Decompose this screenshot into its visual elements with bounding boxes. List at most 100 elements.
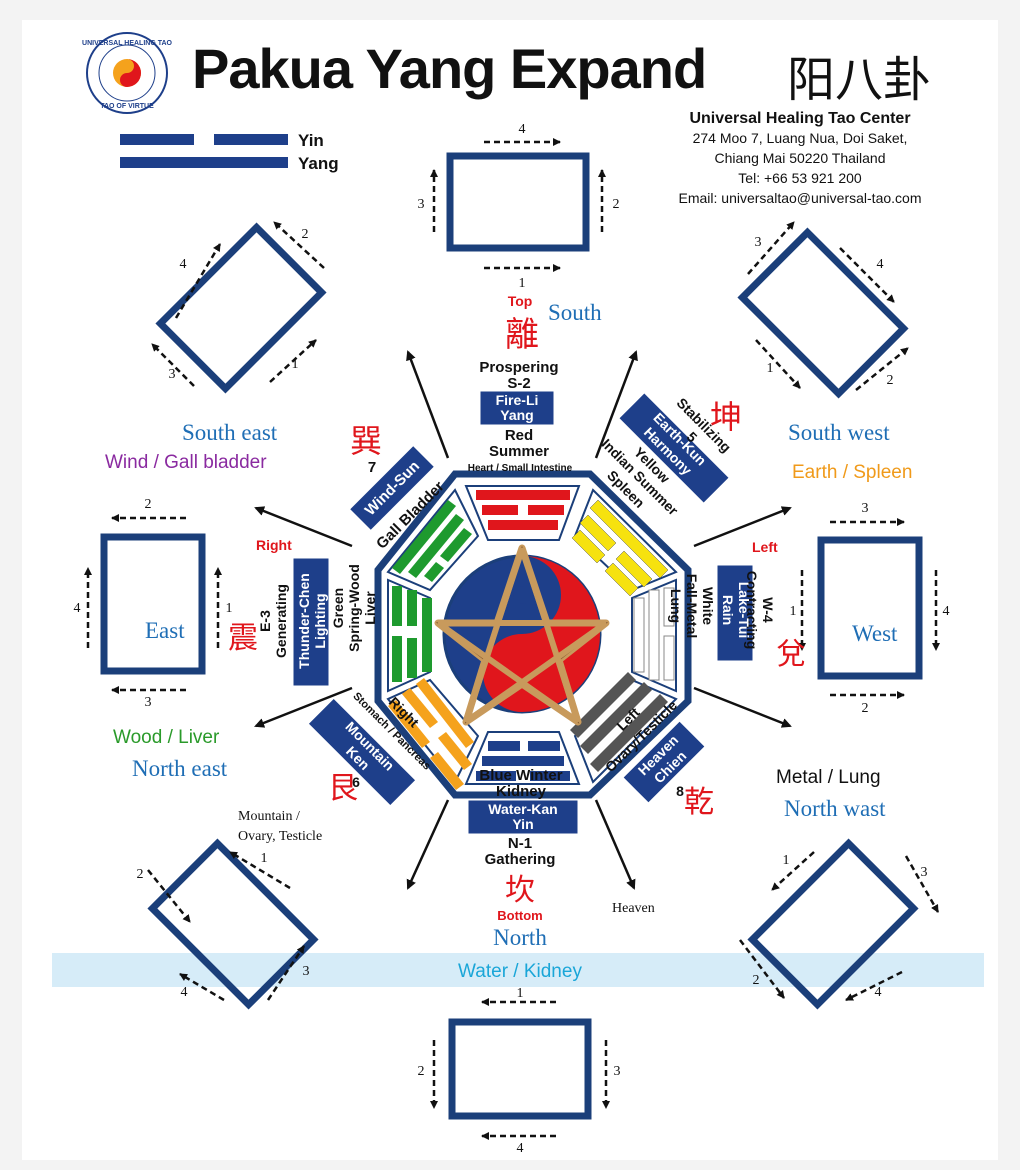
dir-west: West	[852, 621, 898, 646]
e-l4: Spring-Wood	[346, 564, 362, 652]
logo-text-bottom: TAO OF VIRTUE	[100, 103, 154, 110]
south-l4: Summer	[489, 443, 549, 460]
svg-text:1: 1	[767, 361, 774, 376]
e-box2: Lighting	[312, 593, 328, 648]
box-sw	[618, 392, 730, 504]
contact-line2: Chiang Mai 50220 Thailand	[714, 150, 886, 166]
direction-labels: South east South west East West North ea…	[132, 420, 898, 821]
trigram-nw	[570, 672, 668, 772]
contact-block: Universal Healing Tao Center 274 Moo 7, …	[650, 110, 950, 208]
svg-text:1: 1	[790, 604, 797, 619]
yang-line	[120, 157, 288, 168]
frame-east	[100, 533, 206, 675]
w-l1: W-4	[760, 597, 776, 623]
svg-text:4: 4	[181, 985, 188, 1000]
south-l3: Red	[505, 427, 533, 444]
e-text: E-3 Generating Thunder-Chen Lighting Gre…	[257, 564, 378, 669]
w-box2: Rain	[720, 595, 736, 625]
contact-email: Email: universaltao@universal-tao.com	[678, 190, 922, 206]
elem-water: Water / Kidney	[458, 961, 582, 982]
sw-cn: 坤	[710, 398, 742, 436]
south-l2: S-2	[507, 375, 530, 392]
arrow-nw	[693, 686, 792, 728]
svg-text:2: 2	[862, 701, 869, 716]
e-l2: Generating	[273, 584, 289, 658]
arrow-north-right	[594, 799, 636, 890]
e-l1: E-3	[257, 610, 273, 632]
contact-tel: Tel: +66 53 921 200	[738, 170, 862, 186]
svg-text:2: 2	[613, 197, 620, 212]
w-l4: Fall-Metal	[684, 574, 700, 639]
trigram-north	[476, 741, 570, 781]
south-box2: Yang	[500, 407, 533, 423]
svg-text:2: 2	[137, 867, 144, 882]
svg-text:3: 3	[862, 501, 869, 516]
svg-text:1: 1	[261, 851, 268, 866]
arrow-south-left	[406, 350, 450, 459]
logo: UNIVERSAL HEALING TAO TAO OF VIRTUE	[82, 32, 173, 114]
elem-earth: Earth / Spleen	[792, 462, 912, 483]
box-north	[467, 799, 579, 835]
w-left: Left	[752, 539, 778, 555]
svg-text:3: 3	[418, 197, 425, 212]
svg-text:4: 4	[875, 985, 882, 1000]
svg-text:3: 3	[145, 695, 152, 710]
dir-south: South	[548, 300, 602, 325]
dir-north-wast: North wast	[784, 796, 886, 821]
trigram-e	[392, 586, 432, 682]
svg-text:1: 1	[226, 601, 233, 616]
elem-metal: Metal / Lung	[776, 767, 881, 788]
legend-yang: Yang	[298, 154, 339, 173]
e-l3: Green	[330, 588, 346, 628]
dir-north-east: North east	[132, 756, 228, 781]
yin-yang-legend: Yin Yang	[120, 131, 339, 173]
frame-sw	[737, 227, 909, 399]
e-right: Right	[256, 537, 292, 553]
arrow-sw	[693, 506, 792, 548]
north-l4: Gathering	[485, 851, 556, 868]
south-cn: 離	[505, 315, 539, 355]
north-text: Blue Winter Kidney Water-Kan Yin N-1 Gat…	[479, 767, 562, 923]
element-labels-serif: Mountain / Ovary, Testicle Heaven	[238, 809, 655, 916]
frame-south	[446, 152, 590, 252]
ne-cn: 艮	[328, 771, 358, 806]
box-w	[716, 564, 754, 662]
south-l5: Heart / Small Intestine	[468, 463, 573, 474]
w-l3: White	[700, 587, 716, 625]
frame-ne	[147, 838, 319, 1010]
dir-south-east: South east	[182, 420, 278, 445]
north-box2: Yin	[512, 816, 533, 832]
svg-text:4: 4	[943, 604, 950, 619]
elem-wind: Wind / Gall bladder	[105, 452, 267, 473]
legend-yin: Yin	[298, 131, 324, 150]
arrow-se	[254, 506, 353, 548]
svg-text:4: 4	[519, 122, 526, 137]
arrow-ne	[254, 686, 353, 728]
svg-text:3: 3	[303, 964, 310, 979]
box-nw	[622, 720, 706, 804]
elem-wood: Wood / Liver	[113, 727, 220, 748]
element-labels: Wind / Gall bladder Earth / Spleen Wood …	[105, 452, 912, 982]
box-se	[348, 444, 436, 532]
yin-line-right	[214, 134, 288, 145]
trigram-se	[392, 500, 472, 582]
dashed-edge-arrows	[84, 138, 940, 1140]
page-title-cn: 阳八卦	[787, 52, 932, 108]
bagua-octagon	[374, 470, 692, 799]
w-text: W-4 Contracting Lake-Tui Rain White Fall…	[668, 571, 776, 650]
trigram-sw	[571, 499, 669, 597]
svg-text:4: 4	[74, 601, 81, 616]
w-box1: Lake-Tui	[736, 582, 752, 639]
yin-line-left	[120, 134, 194, 145]
dir-south-west: South west	[788, 420, 890, 445]
svg-text:3: 3	[921, 865, 928, 880]
svg-text:4: 4	[180, 257, 187, 272]
svg-text:2: 2	[145, 497, 152, 512]
frame-west	[817, 536, 923, 680]
north-box1: Water-Kan	[488, 801, 558, 817]
north-bottom: Bottom	[497, 908, 543, 923]
label-boxes	[292, 390, 754, 835]
south-box1: Fire-Li	[496, 392, 539, 408]
e-l5: Liver	[362, 591, 378, 625]
